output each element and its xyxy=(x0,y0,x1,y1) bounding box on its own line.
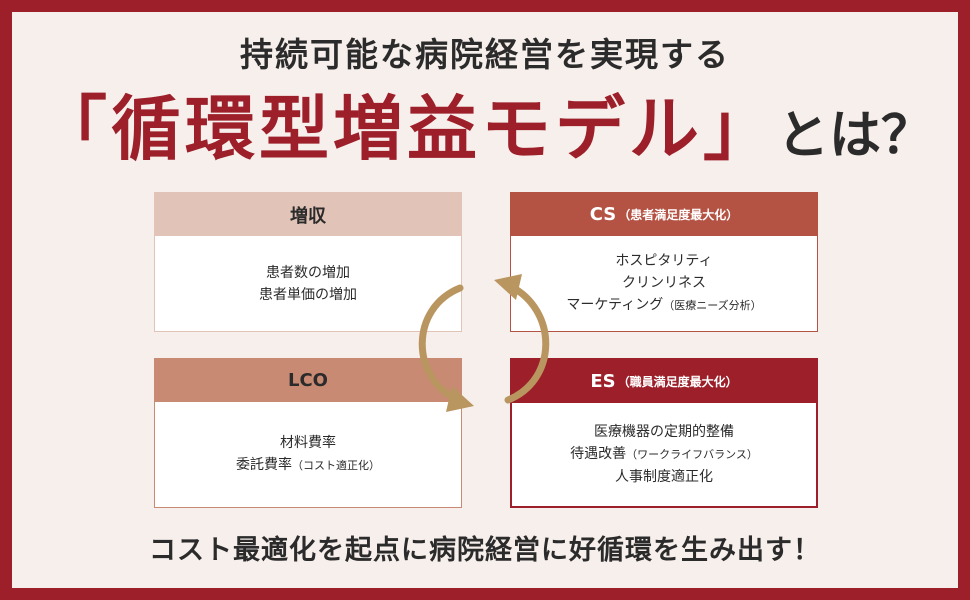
footer-tagline: コスト最適化を起点に病院経営に好循環を生み出す！ xyxy=(149,535,821,566)
cycle-arrow-left-icon xyxy=(418,284,474,412)
card-revenue-header: 増収 xyxy=(155,193,461,236)
page-title: 「循環型増益モデル」とは？ xyxy=(0,84,970,193)
cycle-arrow-right-icon xyxy=(494,274,550,404)
card-es-line: 待遇改善（ワークライフバランス） xyxy=(570,443,758,466)
card-cs-line: マーケティング（医療ニーズ分析） xyxy=(566,294,761,317)
card-revenue-line: 患者単価の増加 xyxy=(259,286,357,303)
card-es-header: ES （職員満足度最大化） xyxy=(512,360,816,403)
title-main: 「循環型増益モデル」 xyxy=(36,87,777,170)
card-es-title: ES xyxy=(590,371,616,392)
card-es-line: 人事制度適正化 xyxy=(615,469,713,485)
card-lco-title: LCO xyxy=(288,370,328,391)
card-cs: CS （患者満足度最大化） ホスピタリティ クリンリネス マーケティング（医療ニ… xyxy=(510,192,818,332)
card-lco-line: 委託費率（コスト適正化） xyxy=(236,454,380,477)
card-cs-header: CS （患者満足度最大化） xyxy=(511,193,817,236)
card-cs-line-text: マーケティング xyxy=(566,297,664,313)
card-es-title-note: （職員満足度最大化） xyxy=(617,375,738,389)
card-cs-line: クリンリネス xyxy=(622,275,706,291)
card-revenue-body: 患者数の増加 患者単価の増加 xyxy=(155,236,461,331)
card-revenue-line: 患者数の増加 xyxy=(266,264,350,281)
card-cs-body: ホスピタリティ クリンリネス マーケティング（医療ニーズ分析） xyxy=(511,236,817,331)
card-lco-line-text: 委託費率 xyxy=(236,457,292,473)
card-es-body: 医療機器の定期的整備 待遇改善（ワークライフバランス） 人事制度適正化 xyxy=(512,403,816,506)
card-es-line: 医療機器の定期的整備 xyxy=(594,424,734,440)
card-revenue: 増収 患者数の増加 患者単価の増加 xyxy=(154,192,462,332)
cycle-arrows xyxy=(418,274,550,412)
card-lco-line-note: （コスト適正化） xyxy=(292,459,380,472)
page-subtitle: 持続可能な病院経営を実現する xyxy=(240,35,730,74)
card-cs-title-note: （患者満足度最大化） xyxy=(618,208,739,222)
card-revenue-title: 増収 xyxy=(290,205,326,227)
title-tail: とは？ xyxy=(776,105,933,166)
card-cs-line: ホスピタリティ xyxy=(615,253,713,269)
card-es: ES （職員満足度最大化） 医療機器の定期的整備 待遇改善（ワークライフバランス… xyxy=(510,358,818,508)
card-lco-header: LCO xyxy=(155,359,461,402)
card-lco-body: 材料費率 委託費率（コスト適正化） xyxy=(155,402,461,507)
card-cs-line-note: （医療ニーズ分析） xyxy=(663,299,762,312)
card-lco: LCO 材料費率 委託費率（コスト適正化） xyxy=(154,358,462,508)
card-es-line-text: 待遇改善 xyxy=(570,446,627,462)
card-lco-line: 材料費率 xyxy=(280,435,336,451)
card-es-line-note: （ワークライフバランス） xyxy=(626,448,758,461)
card-cs-title: CS xyxy=(589,204,617,225)
